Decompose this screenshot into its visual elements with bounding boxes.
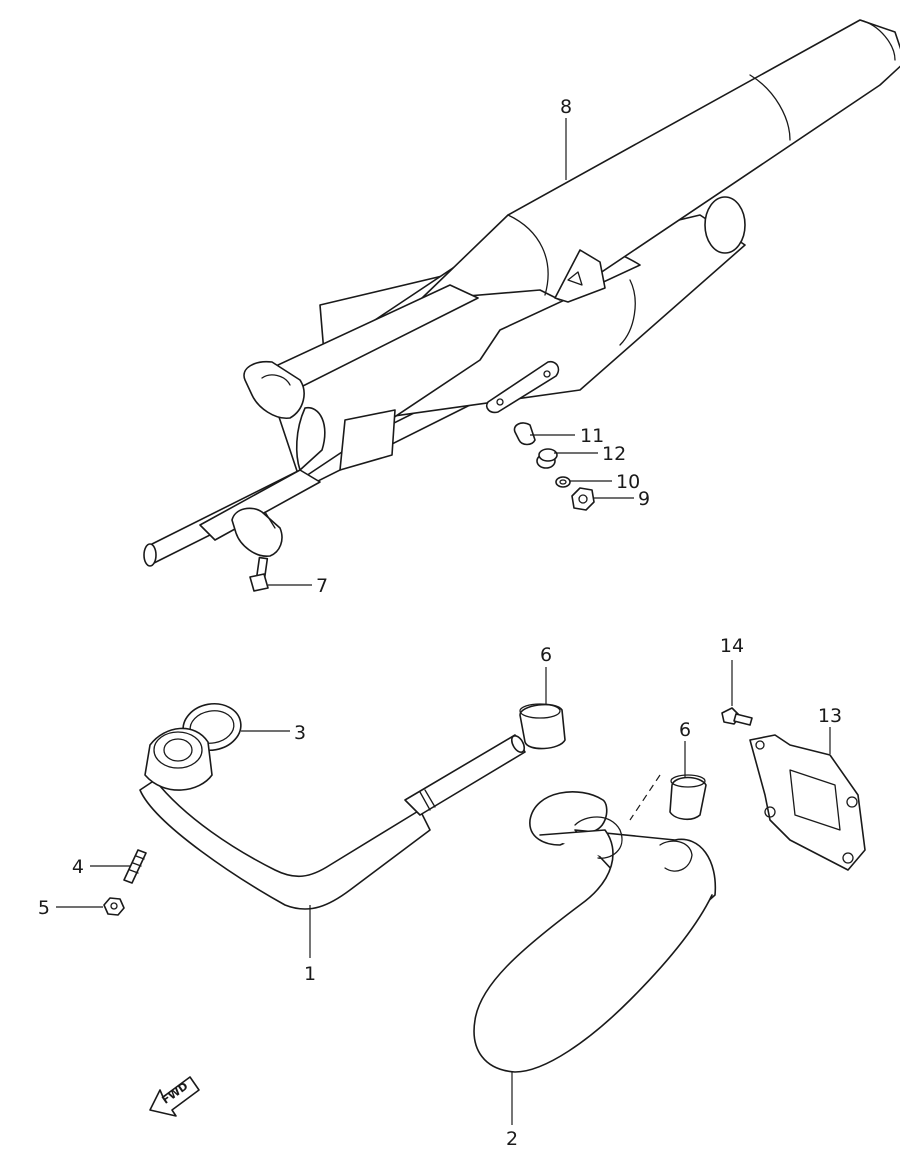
- callout-13: 13: [818, 705, 842, 727]
- stud-4: [123, 849, 147, 884]
- callout-12: 12: [602, 443, 626, 465]
- callout-14: 14: [720, 635, 744, 657]
- assembly-dashed-line: [629, 774, 661, 821]
- callout-3: 3: [294, 722, 306, 744]
- sleeve-6-lower: [669, 774, 707, 821]
- exhaust-pipe-2: [473, 791, 717, 1073]
- bolt-7: [249, 556, 269, 592]
- nut-5: [103, 897, 125, 916]
- callout-1: 1: [304, 963, 316, 985]
- callout-6-upper: 6: [540, 644, 552, 666]
- callout-4: 4: [72, 856, 84, 878]
- callout-6-lower: 6: [679, 719, 691, 741]
- exhaust-pipe-1: [139, 727, 526, 910]
- muffler-assembly: [143, 19, 900, 567]
- callout-11: 11: [580, 425, 604, 447]
- cover-13: [749, 734, 866, 871]
- callout-5: 5: [38, 897, 50, 919]
- screw-14: [721, 707, 753, 726]
- callout-2: 2: [506, 1128, 518, 1150]
- callout-8: 8: [560, 96, 572, 118]
- callout-10: 10: [616, 471, 640, 493]
- callout-9: 9: [638, 488, 650, 510]
- fwd-arrow-icon: FWD: [149, 1076, 200, 1117]
- sleeve-6-upper: [519, 703, 566, 750]
- mounting-hardware: [513, 422, 595, 511]
- callout-7: 7: [316, 575, 328, 597]
